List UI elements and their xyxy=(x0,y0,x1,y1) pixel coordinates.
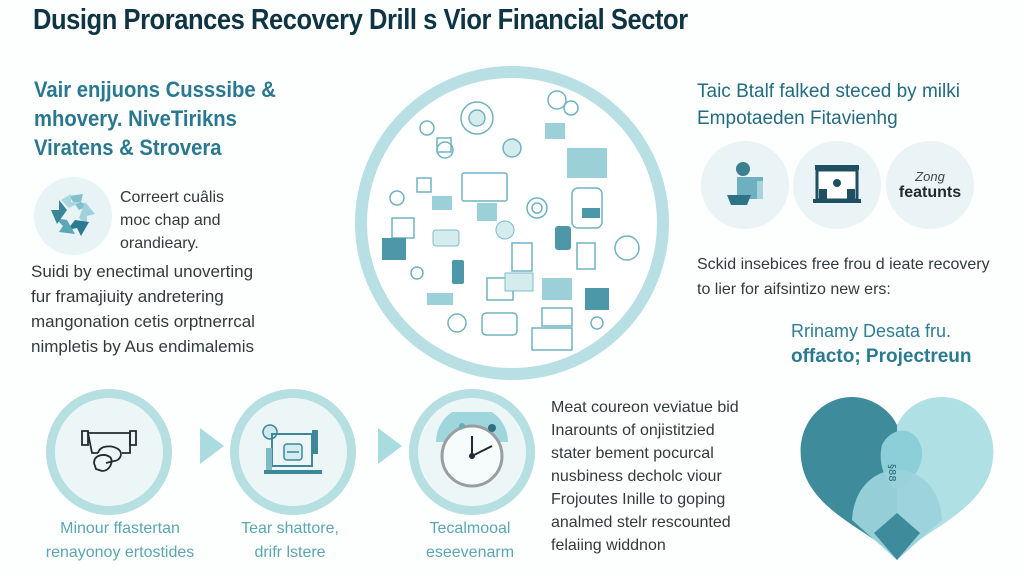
middle-text-block: Meat coureon veviatue bid Inarounts of o… xyxy=(551,396,739,557)
step-2-label: Tear shattore, drifr lstere xyxy=(225,517,355,565)
text-line: orandieary. xyxy=(120,235,199,252)
text-line: Correert cuâlis xyxy=(120,189,225,206)
step-1-circle xyxy=(46,389,172,515)
step-label-line: eseevenarm xyxy=(425,544,515,561)
text-line: Suidi by enectimal unoverting xyxy=(31,262,254,281)
step-label-line: drifr lstere xyxy=(254,544,326,561)
bank-building-icon xyxy=(813,165,861,203)
step-label-line: Tecalmooal xyxy=(429,520,511,537)
handshake-icon xyxy=(81,430,137,472)
step-2-circle xyxy=(230,389,356,515)
step-3-label: Tecalmooal eseevenarm xyxy=(410,517,530,565)
step-label-line: Tear shattore, xyxy=(241,520,339,537)
right-text: Sckid insebices free frou d ieate recove… xyxy=(697,252,990,302)
step-label-line: renayonoy ertostides xyxy=(45,544,195,561)
step-1-label: Minour ffastertan renayonoy ertostides xyxy=(40,517,200,565)
workstation-icon xyxy=(262,424,322,474)
finance-icons-collage-icon xyxy=(382,90,640,351)
text-line: nimpletis by Aus endimalemis xyxy=(31,337,254,356)
left-heading-line: mhovery. NiveTirikns xyxy=(34,106,237,131)
overlapping-heart-icon: §88 xyxy=(800,397,994,560)
step-3-circle xyxy=(409,389,535,515)
text-line: Frojoutes Inille to goping xyxy=(551,491,726,508)
feature-circle-zong: Zong featunts xyxy=(886,141,974,229)
recycle-arrows-icon xyxy=(51,194,95,236)
text-line: felaiing widdnon xyxy=(551,537,666,554)
sub-heading-line: offacto; Projectreun xyxy=(791,346,972,367)
left-heading-line: Vair enjjuons Cusssibe & xyxy=(34,77,276,102)
left-heading: Vair enjjuons Cusssibe & mhovery. NiveTi… xyxy=(34,75,276,162)
finance-icon-collage xyxy=(355,66,669,380)
right-heading-line: Empotaeden Fitavienhg xyxy=(697,108,898,129)
overlapping-heart: §88 xyxy=(792,385,1002,565)
text-line: fur framajiuity andretering xyxy=(31,287,224,306)
sub-heading-line: Rrinamy Desata fru. xyxy=(791,321,952,341)
svg-text:§88: §88 xyxy=(886,464,897,482)
step-label-line: Minour ffastertan xyxy=(60,520,180,537)
recycle-badge xyxy=(34,177,112,255)
text-line: moc chap and xyxy=(120,212,221,229)
right-heading-line: Taic Btalf falked steced by milki xyxy=(697,81,960,102)
text-line: analmed stelr rescounted xyxy=(551,514,731,531)
right-sub-heading: Rrinamy Desata fru. offacto; Projectreun xyxy=(791,318,972,370)
person-at-computer-icon xyxy=(727,162,763,205)
page-title: Dusign Prorances Recovery Drill s Vior F… xyxy=(33,4,688,36)
text-line: nusbiness decholc viour xyxy=(551,468,722,485)
text-line: to lier for aifsintizo new ers: xyxy=(697,281,891,298)
left-long-text: Suidi by enectimal unoverting fur framaj… xyxy=(31,259,255,359)
feature-circle-bank xyxy=(793,141,881,229)
feature-label: featunts xyxy=(898,183,962,201)
step-arrow-icon xyxy=(200,428,224,464)
feature-label-top: Zong xyxy=(915,168,945,184)
left-heading-line: Viratens & Strovera xyxy=(34,135,222,160)
text-line: Inarounts of onjistitzied xyxy=(551,422,715,439)
text-line: Sckid insebices free frou d ieate recove… xyxy=(697,256,990,273)
feature-circle-person xyxy=(701,141,789,229)
clock-icon xyxy=(436,412,508,488)
step-arrow-icon xyxy=(378,428,402,464)
text-line: mangonation cetis orptnerrcal xyxy=(31,312,255,331)
text-line: stater bement pocurcal xyxy=(551,445,714,462)
text-line: Meat coureon veviatue bid xyxy=(551,399,739,416)
right-heading: Taic Btalf falked steced by milki Empota… xyxy=(697,78,960,132)
left-short-text: Correert cuâlis moc chap and orandieary. xyxy=(120,186,224,255)
